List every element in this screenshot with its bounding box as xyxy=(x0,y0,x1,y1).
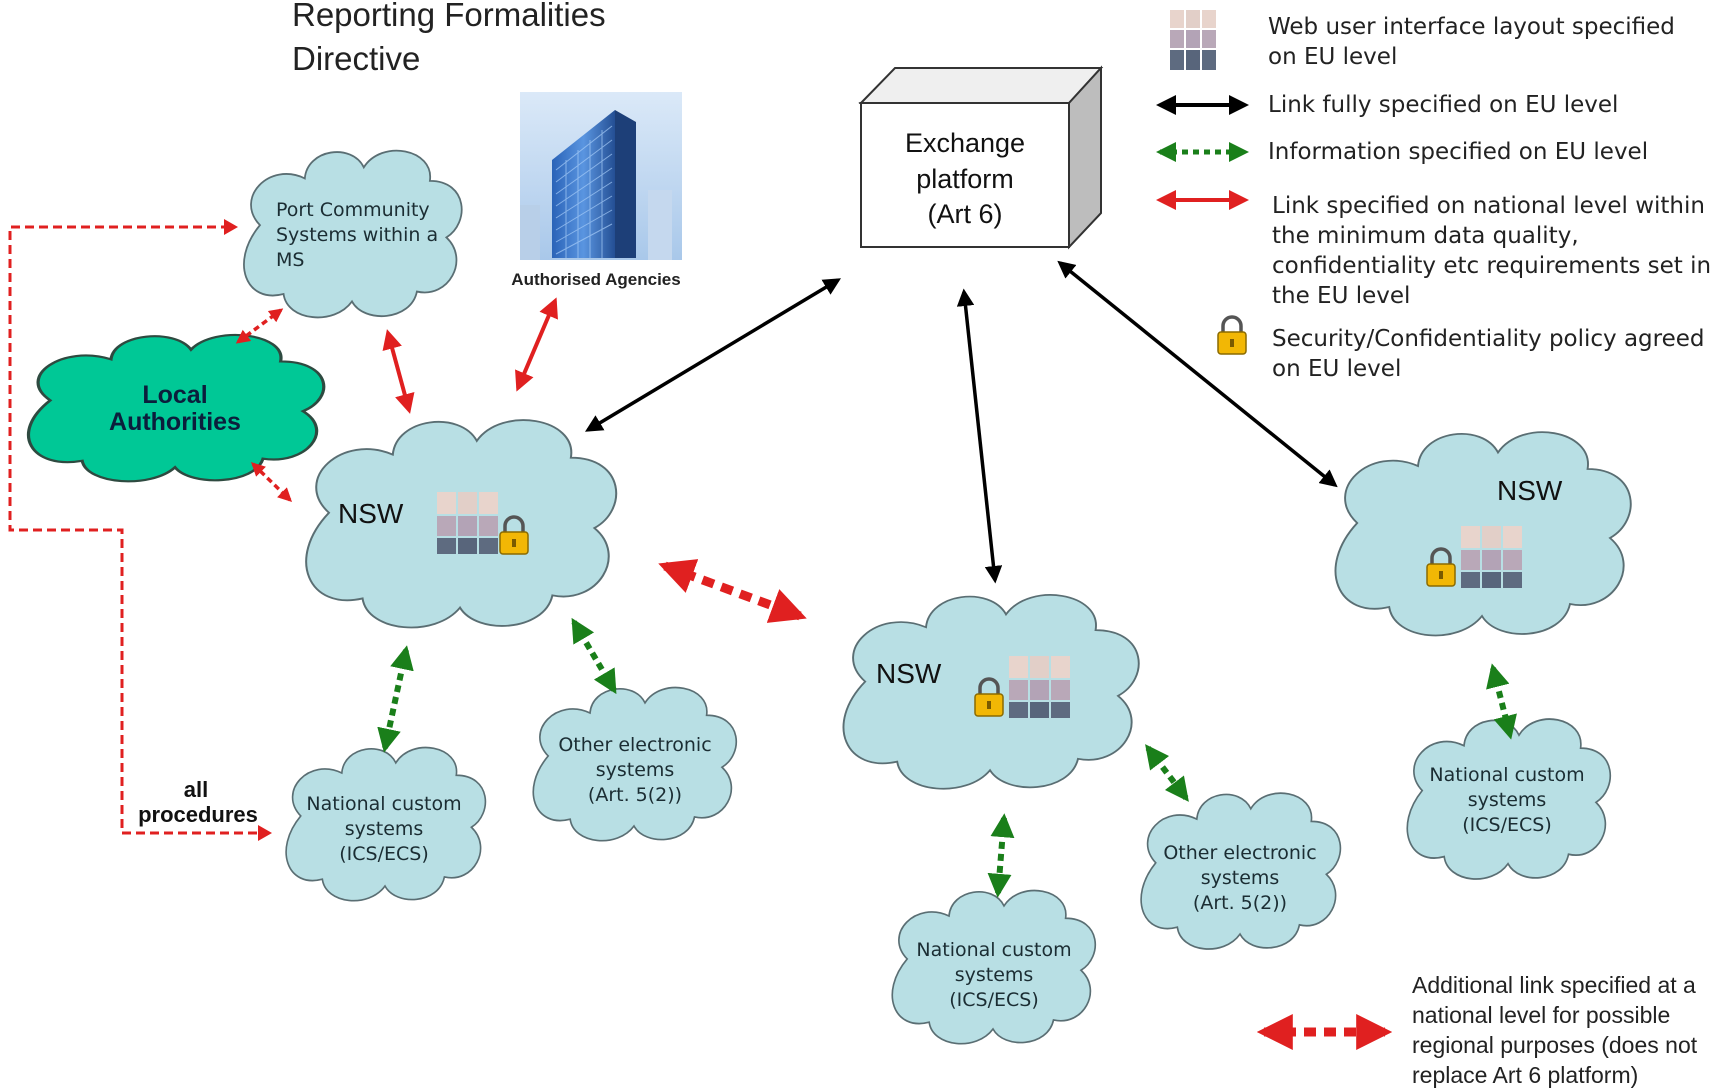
national-custom-middle-line-3: (ICS/ECS) xyxy=(949,989,1039,1011)
link-agencies-nsw xyxy=(515,297,558,392)
link-nsw-left-customs xyxy=(377,645,414,753)
link-nsw-middle-customs xyxy=(987,813,1015,898)
other-electronic-cloud-left xyxy=(532,686,738,842)
national-custom-middle-line-2: systems xyxy=(955,964,1034,986)
link-local-port-community xyxy=(235,308,284,344)
national-custom-middle-line-1: National custom xyxy=(916,939,1071,961)
national-custom-cloud-right xyxy=(1406,718,1611,880)
local-authorities-cloud xyxy=(27,333,326,483)
link-exchange-nsw-middle xyxy=(956,288,1003,584)
other-electronic-middle-line-1: Other electronic xyxy=(1163,842,1316,864)
authorised-agencies-label: Authorised Agencies xyxy=(511,270,680,289)
port-community-line-3: MS xyxy=(276,249,304,271)
link-exchange-nsw-right xyxy=(1057,260,1338,488)
nsw-cloud-middle xyxy=(842,594,1140,790)
web-ui-icon xyxy=(1461,526,1522,588)
title-line-2: Directive xyxy=(292,40,420,77)
all-procedures-line-1: all xyxy=(184,777,208,802)
lock-icon xyxy=(499,515,529,555)
national-custom-left-line-3: (ICS/ECS) xyxy=(339,843,429,865)
link-exchange-nsw-left xyxy=(584,278,842,432)
legend-security-text: Security/Confidentiality policy agreed o… xyxy=(1272,326,1705,382)
legend-info-spec-text: Information specified on EU level xyxy=(1268,139,1649,165)
link-all-procedures xyxy=(8,225,264,835)
other-electronic-cloud-middle xyxy=(1140,792,1342,950)
legend-web-ui-text: Web user interface layout specified on E… xyxy=(1268,14,1675,70)
exchange-platform-cube xyxy=(858,65,1104,250)
building-icon xyxy=(520,92,682,260)
legend-link-national-text: Link specified on national level within … xyxy=(1272,193,1712,309)
other-electronic-left-line-1: Other electronic xyxy=(558,734,711,756)
other-electronic-left-line-3: (Art. 5(2)) xyxy=(588,784,682,806)
national-custom-cloud-left xyxy=(285,746,487,902)
local-authorities-line-2: Authorities xyxy=(109,408,241,436)
national-custom-left-line-2: systems xyxy=(345,818,424,840)
other-electronic-middle-line-3: (Art. 5(2)) xyxy=(1193,892,1287,914)
lock-icon xyxy=(974,677,1004,717)
port-community-line-1: Port Community xyxy=(276,199,430,221)
local-authorities-line-1: Local xyxy=(142,381,207,409)
port-community-line-2: Systems within a xyxy=(276,224,438,246)
link-nsw-middle-other xyxy=(1145,744,1189,802)
other-electronic-left-line-2: systems xyxy=(596,759,675,781)
national-custom-right-line-1: National custom xyxy=(1429,764,1584,786)
national-custom-right-line-2: systems xyxy=(1468,789,1547,811)
link-port-community-nsw xyxy=(382,329,415,414)
national-custom-cloud-middle xyxy=(891,889,1097,1045)
nsw-label-left: NSW xyxy=(338,498,404,529)
exchange-platform-line-1: Exchange xyxy=(905,128,1025,158)
nsw-label-middle: NSW xyxy=(876,658,942,689)
legend-link-full-text: Link fully specified on EU level xyxy=(1268,92,1619,118)
link-regional-nsw xyxy=(658,559,807,623)
web-ui-icon xyxy=(437,492,498,554)
link-local-nsw xyxy=(250,462,293,502)
arrowhead-national-custom xyxy=(258,825,272,841)
exchange-platform-line-3: (Art 6) xyxy=(927,199,1002,229)
web-ui-icon xyxy=(1009,656,1070,718)
nsw-label-right: NSW xyxy=(1497,475,1563,506)
port-community-cloud xyxy=(243,149,463,319)
legend-additional-text: Additional link specified at a national … xyxy=(1412,972,1698,1088)
other-electronic-middle-line-2: systems xyxy=(1201,867,1280,889)
lock-icon xyxy=(1426,547,1456,587)
link-nsw-left-other xyxy=(571,617,617,695)
national-custom-right-line-3: (ICS/ECS) xyxy=(1462,814,1552,836)
all-procedures-line-2: procedures xyxy=(138,802,258,827)
title-line-1: Reporting Formalities xyxy=(292,0,606,33)
lock-icon xyxy=(1217,315,1247,355)
exchange-platform-line-2: platform xyxy=(916,164,1014,194)
arrowhead-port-community xyxy=(224,219,238,235)
national-custom-left-line-1: National custom xyxy=(306,793,461,815)
web-ui-icon xyxy=(1170,10,1216,70)
